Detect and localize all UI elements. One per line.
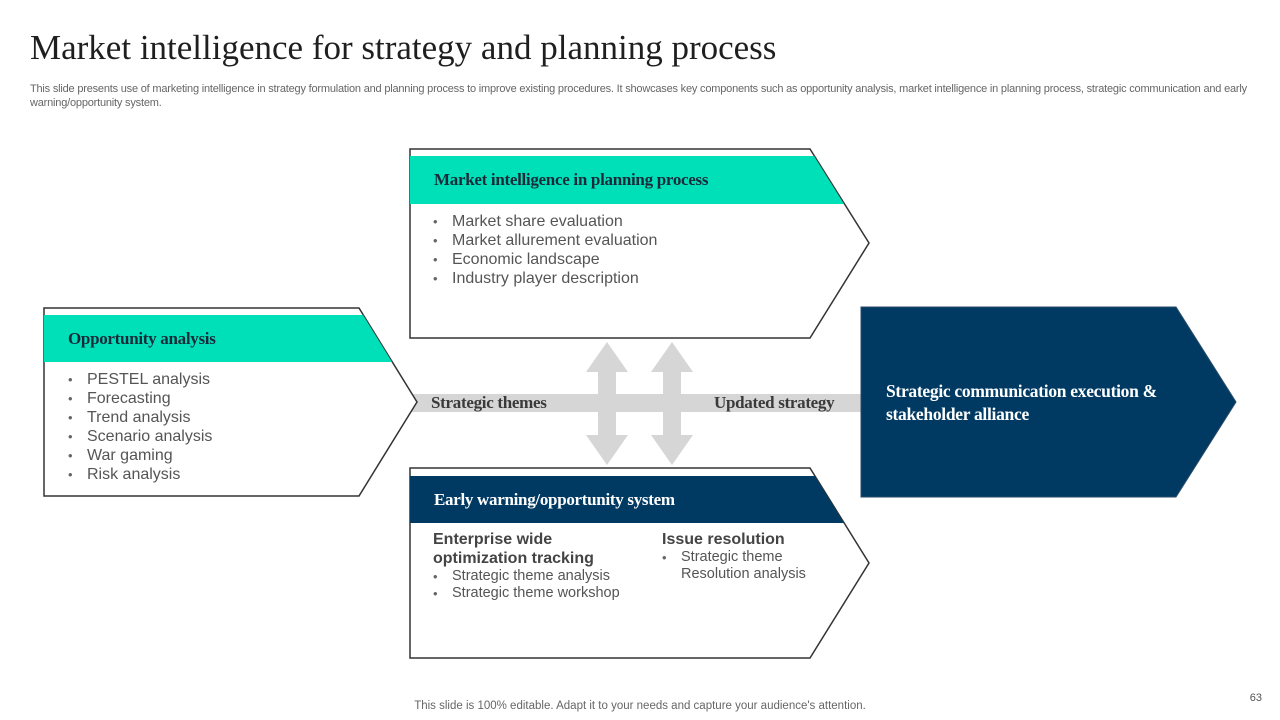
list-item: War gaming — [68, 446, 212, 465]
double-arrow-right — [651, 342, 693, 465]
list-item: Trend analysis — [68, 408, 212, 427]
opportunity-heading: Opportunity analysis — [68, 329, 216, 348]
list-item: Scenario analysis — [68, 427, 212, 446]
updated-strategy-label: Updated strategy — [714, 393, 835, 412]
planning-list: Market share evaluation Market alluremen… — [433, 212, 657, 288]
list-item: PESTEL analysis — [68, 370, 212, 389]
list-item: Market share evaluation — [433, 212, 657, 231]
early-warning-heading: Early warning/opportunity system — [434, 490, 675, 509]
list-item: Risk analysis — [68, 465, 212, 484]
planning-header-bar — [410, 156, 844, 204]
strategic-communication-text: Strategic communication execution & stak… — [886, 381, 1157, 424]
planning-heading: Market intelligence in planning process — [434, 170, 709, 189]
page-number: 63 — [1249, 692, 1262, 704]
opportunity-list: PESTEL analysis Forecasting Trend analys… — [68, 370, 212, 484]
issue-resolution-list: Strategic theme Resolution analysis — [662, 549, 812, 583]
footer-note: This slide is 100% editable. Adapt it to… — [414, 700, 866, 712]
enterprise-tracking-heading: Enterprise wide optimization tracking — [433, 531, 594, 567]
list-item: Strategic theme analysis — [433, 568, 620, 585]
strategic-communication-shape — [860, 306, 1237, 498]
double-arrow-left — [586, 342, 628, 465]
list-item: Economic landscape — [433, 250, 657, 269]
strategic-themes-label: Strategic themes — [431, 393, 547, 412]
list-item: Market allurement evaluation — [433, 231, 657, 250]
issue-resolution-heading: Issue resolution — [662, 531, 785, 548]
slide-subtitle: This slide presents use of marketing int… — [30, 83, 1247, 109]
list-item: Strategic theme Resolution analysis — [662, 549, 812, 583]
opportunity-header-bar — [44, 315, 392, 362]
slide-title: Market intelligence for strategy and pla… — [30, 28, 777, 67]
enterprise-tracking-list: Strategic theme analysis Strategic theme… — [433, 568, 620, 602]
list-item: Forecasting — [68, 389, 212, 408]
list-item: Strategic theme workshop — [433, 585, 620, 602]
list-item: Industry player description — [433, 269, 657, 288]
early-warning-header-bar — [410, 476, 844, 523]
